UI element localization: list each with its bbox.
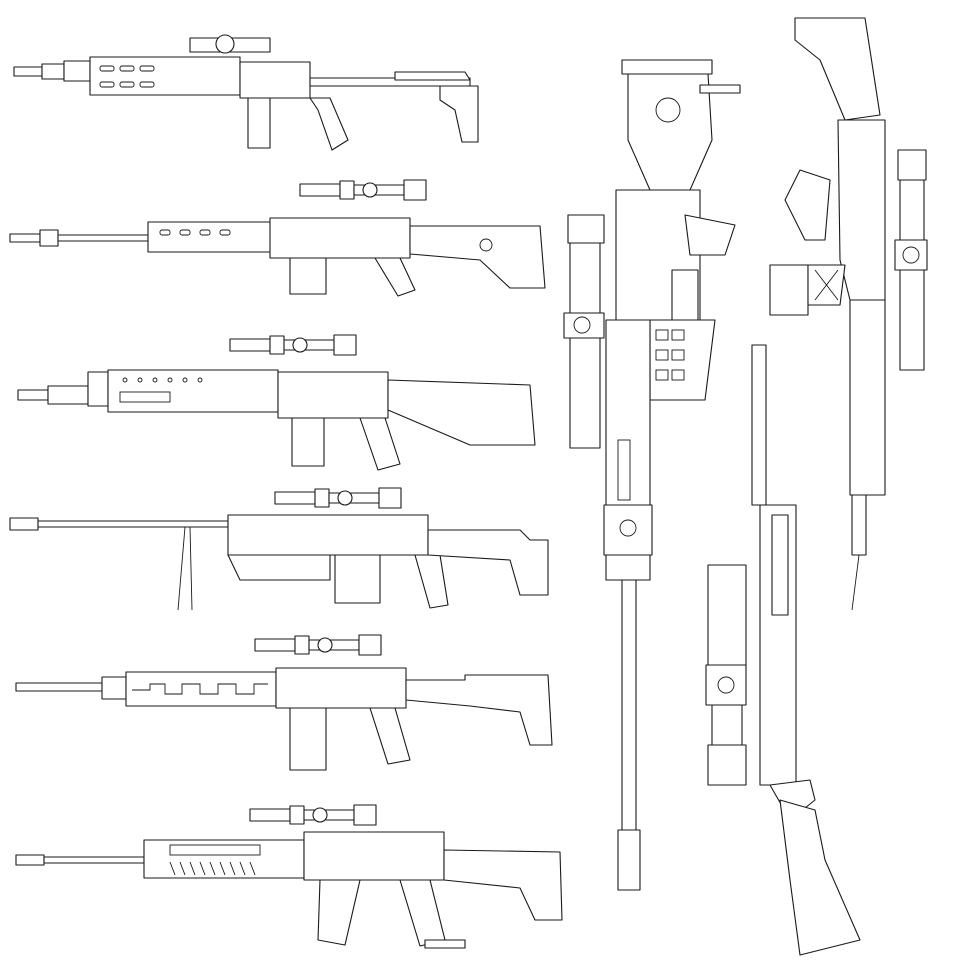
rifle-2	[9, 179, 546, 297]
rifle-4	[9, 487, 549, 611]
rifle-7	[563, 59, 741, 891]
rifle-9	[705, 344, 861, 956]
rifle-3	[17, 334, 536, 471]
rifle-5	[15, 634, 553, 771]
rifle-8	[769, 17, 928, 611]
rifle-6	[15, 804, 563, 949]
rifle-1	[13, 34, 479, 151]
